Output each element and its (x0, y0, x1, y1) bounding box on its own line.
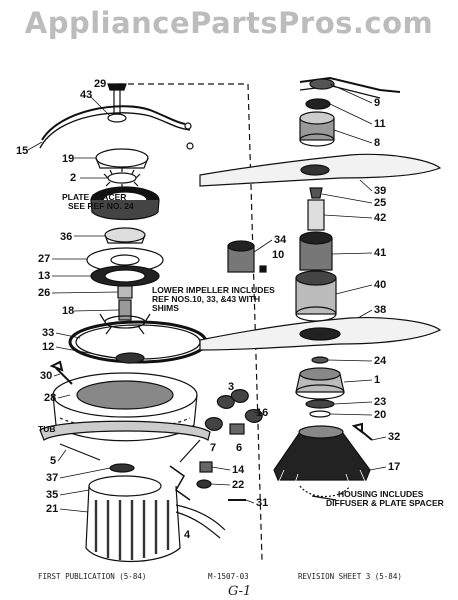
callout-20: 20 (374, 409, 386, 421)
callout-3: 3 (228, 381, 234, 393)
part-25 (309, 187, 323, 199)
clamp-part-7 (204, 417, 223, 431)
callout-28: 28 (44, 392, 56, 404)
lower-impeller-part-18 (99, 299, 151, 335)
callout-13: 13 (38, 270, 50, 282)
callout-34: 34 (274, 234, 287, 246)
seal-part-12 (115, 352, 145, 364)
lower-spray-arm-part-38 (199, 317, 442, 351)
callout-18: 18 (62, 305, 74, 317)
svg-text:PLATE SPACER: PLATE SPACER (62, 192, 126, 202)
callout-21: 21 (46, 503, 58, 515)
part-14 (199, 461, 213, 473)
callout-30: 30 (40, 370, 52, 382)
part-23 (305, 399, 335, 409)
callout-11: 11 (374, 118, 386, 130)
note-lower-impeller: LOWER IMPELLER INCLUDES REF NOS.10, 33, … (152, 285, 275, 313)
note-tub: TUB (38, 424, 55, 434)
callout-4: 4 (184, 529, 191, 541)
callout-35: 35 (46, 489, 58, 501)
callout-39: 39 (374, 185, 386, 197)
part-37 (109, 463, 135, 473)
callout-7: 7 (210, 442, 216, 454)
upper-spray-arm-part-39 (199, 153, 442, 187)
tube-part-42 (307, 199, 325, 231)
note-plate-spacer: PLATE SPACER SEE REF NO. 24 (62, 192, 134, 211)
callout-14: 14 (232, 464, 245, 476)
tub-ring-part-5 (39, 420, 211, 441)
callout-38: 38 (374, 304, 386, 316)
svg-text:LOWER IMPELLER INCLUDES: LOWER IMPELLER INCLUDES (152, 285, 275, 295)
wire-part-4 (169, 465, 191, 501)
part-1 (295, 367, 345, 400)
callout-10: 10 (272, 249, 284, 261)
callout-1: 1 (374, 374, 380, 386)
callout-17: 17 (388, 461, 400, 473)
part-housing-ring (90, 186, 160, 221)
callout-6: 6 (236, 442, 242, 454)
callout-43: 43 (80, 89, 92, 101)
part-6 (229, 423, 245, 435)
callout-37: 37 (46, 472, 58, 484)
callout-19: 19 (62, 153, 74, 165)
note-housing: HOUSING INCLUDES DIFFUSER & PLATE SPACER (326, 489, 444, 508)
callout-42: 42 (374, 212, 386, 224)
callout-41: 41 (374, 247, 386, 259)
part-36 (104, 227, 146, 243)
callout-31: 31 (256, 497, 268, 509)
svg-text:REF NOS.10, 33, &43 WITH: REF NOS.10, 33, &43 WITH (152, 294, 260, 304)
callout-26: 26 (38, 287, 50, 299)
callout-15: 15 (16, 145, 28, 157)
footer-drawing-number: M-1507-03 (208, 572, 249, 581)
callout-5: 5 (50, 455, 56, 467)
callout-2: 2 (70, 172, 76, 184)
callout-12: 12 (42, 341, 54, 353)
callout-16: 16 (256, 407, 268, 419)
gear-part-2 (103, 168, 141, 188)
motor-part-35 (85, 475, 226, 562)
assembly-guide-line (118, 83, 263, 561)
callout-40: 40 (374, 279, 386, 291)
watermark: AppliancePartsPros.com (24, 6, 434, 40)
hose-part-15 (41, 105, 186, 141)
callout-36: 36 (60, 231, 72, 243)
part-24 (311, 356, 329, 364)
footer-revision-sheet: REVISION SHEET 3 (5-84) (298, 572, 402, 581)
callout-29: 29 (94, 78, 106, 90)
screw-part-32 (351, 422, 373, 441)
svg-text:SEE REF NO. 24: SEE REF NO. 24 (68, 201, 134, 211)
callout-32: 32 (388, 431, 400, 443)
part-22 (196, 479, 212, 489)
part-10 (259, 265, 267, 273)
callout-24: 24 (374, 355, 387, 367)
callout-33: 33 (42, 327, 54, 339)
svg-text:DIFFUSER & PLATE SPACER: DIFFUSER & PLATE SPACER (326, 498, 444, 508)
part-11 (305, 98, 331, 110)
callout-23: 23 (374, 396, 386, 408)
callout-labels: 29 43 15 19 2 36 27 13 26 18 33 12 30 28… (16, 78, 400, 541)
callout-22: 22 (232, 479, 244, 491)
callout-27: 27 (38, 253, 50, 265)
svg-text:SHIMS: SHIMS (152, 303, 179, 313)
housing-part-17 (273, 425, 371, 497)
svg-text:HOUSING INCLUDES: HOUSING INCLUDES (338, 489, 424, 499)
footer-first-publication: FIRST PUBLICATION (5-84) (38, 572, 147, 581)
part-26 (117, 285, 133, 299)
callout-9: 9 (374, 97, 380, 109)
footer-signature: G-1 (228, 584, 252, 599)
part-20 (309, 410, 331, 418)
callout-8: 8 (374, 137, 380, 149)
callout-25: 25 (374, 197, 386, 209)
washer-part-43 (107, 113, 127, 123)
part-19 (95, 148, 149, 168)
